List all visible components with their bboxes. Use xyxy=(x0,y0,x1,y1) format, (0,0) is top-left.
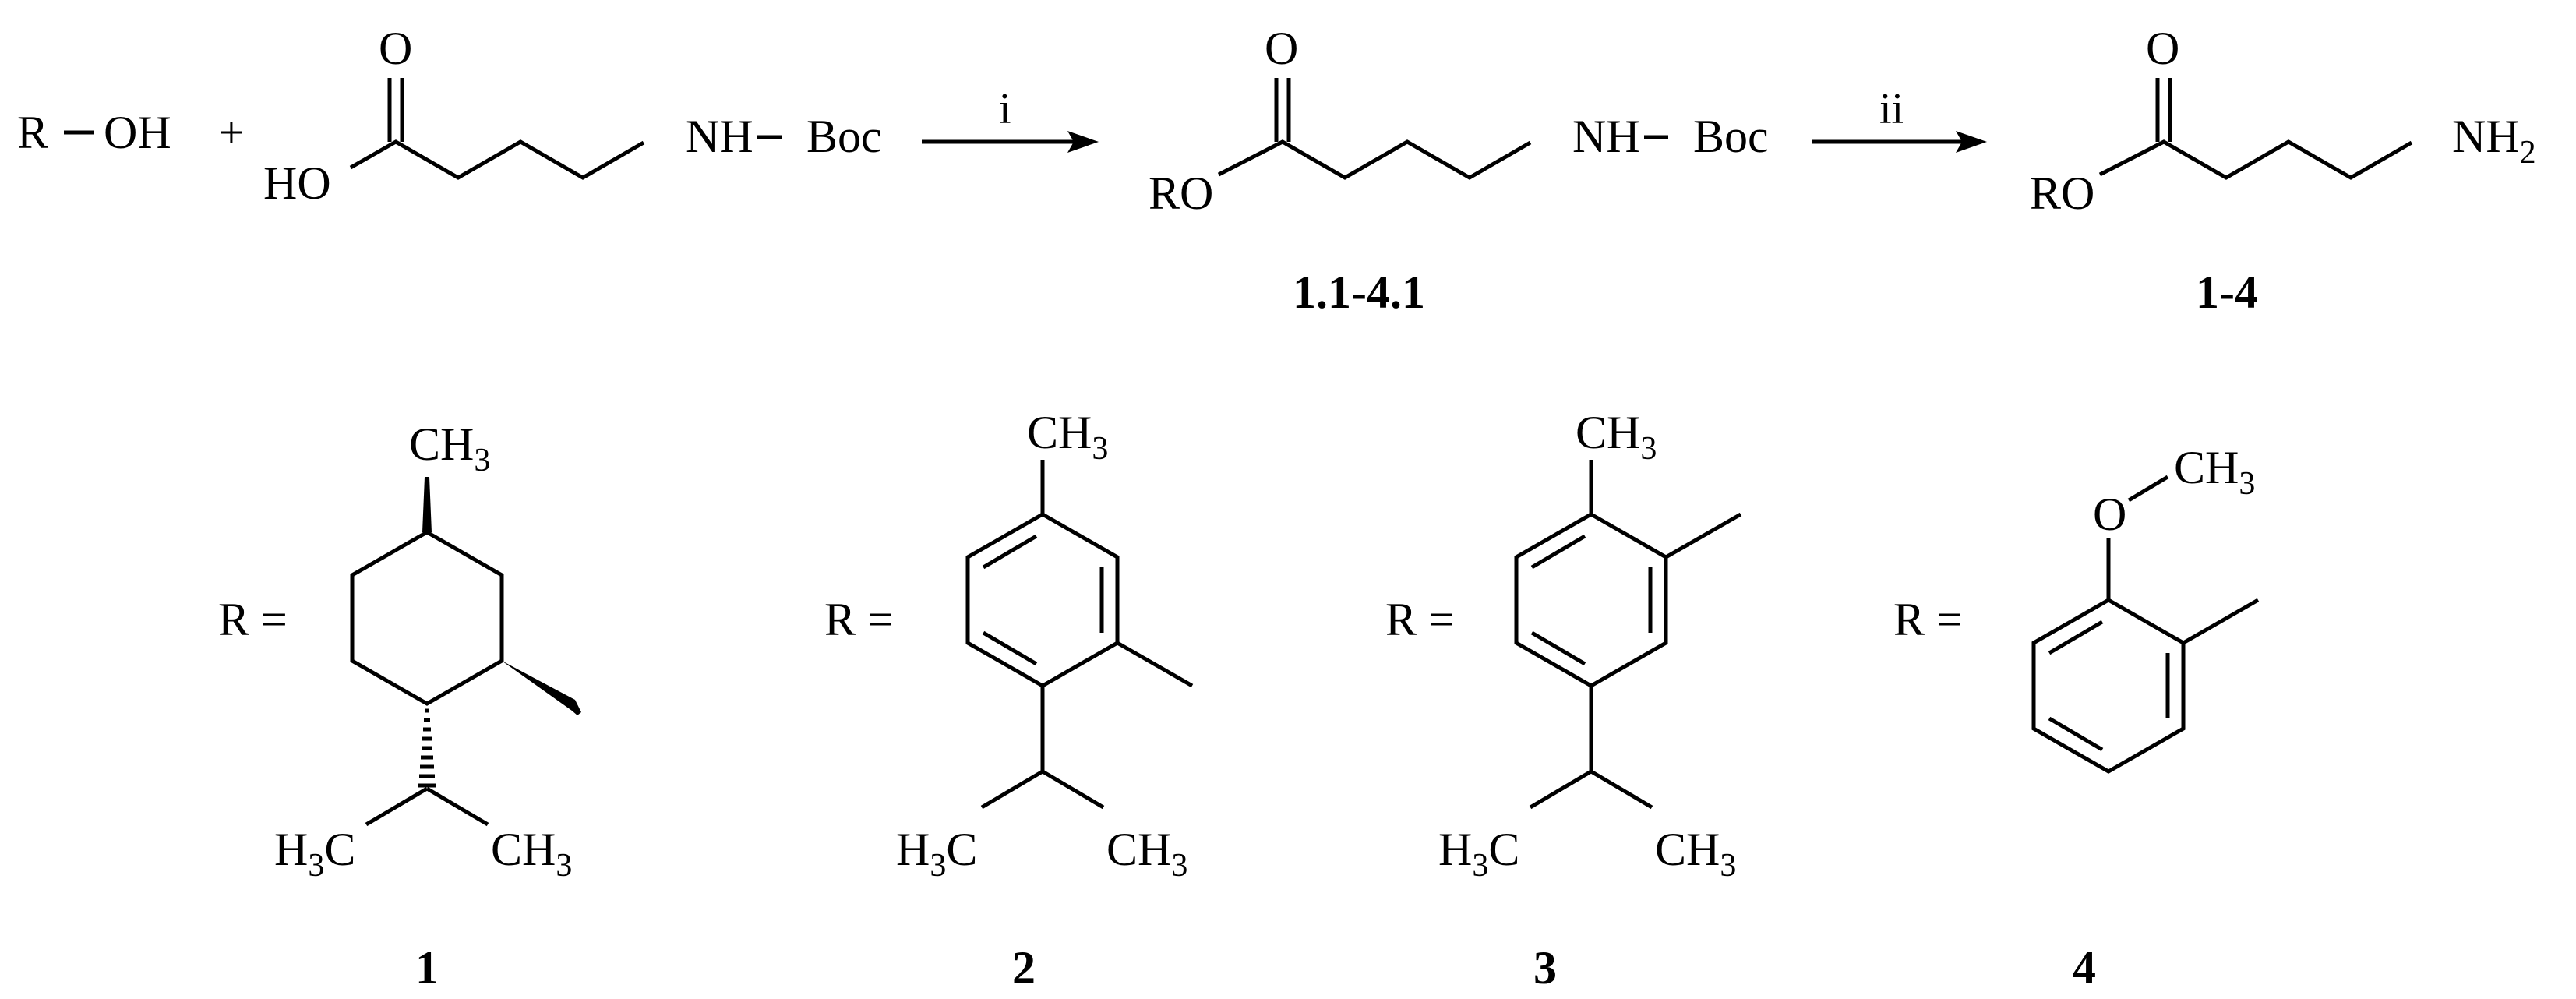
boc-gaba-acid: HO O NH Boc xyxy=(263,23,882,209)
ring-double-1 xyxy=(1530,534,1586,570)
ester-chain xyxy=(1217,139,1532,180)
compound-label-3: 3 xyxy=(1533,942,1557,994)
ipr-left-bond xyxy=(980,769,1044,810)
nh-label: NH xyxy=(686,111,753,162)
ipr-right-bond xyxy=(1590,769,1653,810)
ch3-right: CH3 xyxy=(491,824,572,884)
plus-sign: + xyxy=(218,107,245,158)
ipr-left-bond xyxy=(1529,769,1593,810)
prod-ro-label: RO xyxy=(2030,168,2094,219)
ch3-top: CH3 xyxy=(1027,407,1108,467)
o-methyl-bond xyxy=(2127,475,2169,503)
methoxy-o: O xyxy=(2093,489,2126,540)
ipr-left-bond xyxy=(365,786,429,827)
methyl-wedge-top xyxy=(422,477,432,532)
attachment-bond xyxy=(2182,598,2260,645)
acid-chain xyxy=(349,139,645,180)
ch3-right: CH3 xyxy=(1655,824,1736,884)
methoxy-ch3: CH3 xyxy=(2174,442,2255,502)
h3c-left: H3C xyxy=(1438,824,1519,884)
compound-label-1: 1 xyxy=(415,942,439,994)
r-equals-label: R = xyxy=(1893,594,1963,645)
oh-group: OH xyxy=(104,107,171,158)
ro-label: RO xyxy=(1149,168,1213,219)
r-atom: R xyxy=(17,107,48,158)
ring-double-3 xyxy=(2048,716,2104,752)
prod-nh2-label: NH2 xyxy=(2452,111,2536,171)
benzene-ring xyxy=(965,512,1120,688)
ch3-right: CH3 xyxy=(1106,824,1187,884)
r-group-2: R = CH3 H3C CH3 2 xyxy=(824,407,1194,994)
arrow-step-ii: ii xyxy=(1812,85,1987,153)
ipr-right-bond xyxy=(425,786,489,827)
arrow-step-i: i xyxy=(922,85,1099,153)
arrow-ii-head xyxy=(1956,131,1987,153)
amine-ester: RO O NH2 xyxy=(2030,23,2536,219)
r-group-1-menthyl: R = CH3 H3C CH3 1 xyxy=(218,418,581,994)
ipr-right-bond xyxy=(1041,769,1105,810)
r-group-4-guaiacyl: R = O CH3 4 xyxy=(1893,442,2260,994)
boc-label: Boc xyxy=(806,111,882,162)
prod-chain xyxy=(2098,139,2413,180)
step-i-label: i xyxy=(999,85,1011,133)
h3c-left: H3C xyxy=(896,824,977,884)
ring-double-3 xyxy=(1530,630,1586,666)
r-equals-label: R = xyxy=(824,594,894,645)
boc-ester: RO O NH Boc xyxy=(1149,23,1769,219)
ch3-top: CH3 xyxy=(409,418,490,478)
benzene-ring xyxy=(1514,512,1668,688)
ester-nh-label: NH xyxy=(1572,111,1640,162)
product-label: 1-4 xyxy=(2196,267,2258,318)
isopropyl-hash-bond xyxy=(418,708,436,788)
prod-o-label: O xyxy=(2146,23,2179,74)
ho-label: HO xyxy=(263,157,331,209)
step-ii-label: ii xyxy=(1879,85,1904,133)
cyclohexane-ring xyxy=(350,530,504,706)
methyl-wedge-right-body xyxy=(502,661,581,715)
ring-double-1 xyxy=(982,534,1038,570)
r-equals-label: R = xyxy=(1385,594,1455,645)
benzene-ring xyxy=(2031,598,2186,774)
intermediate-label: 1.1-4.1 xyxy=(1293,267,1425,318)
ester-boc-label: Boc xyxy=(1693,111,1769,162)
ring-double-3 xyxy=(982,630,1038,666)
h3c-left: H3C xyxy=(274,824,355,884)
carbonyl-o-label: O xyxy=(379,23,412,74)
compound-label-2: 2 xyxy=(1012,942,1036,994)
ester-o-label: O xyxy=(1265,23,1298,74)
arrow-i-head xyxy=(1067,131,1099,153)
reactant-alcohol: R OH xyxy=(17,107,171,158)
ring-double-1 xyxy=(2048,620,2104,655)
r-group-3: R = CH3 H3C CH3 3 xyxy=(1385,407,1742,994)
attachment-bond xyxy=(1664,512,1742,560)
compound-label-4: 4 xyxy=(2073,942,2096,994)
r-equals-label: R = xyxy=(218,594,288,645)
attachment-bond xyxy=(1116,641,1194,688)
ch3-top: CH3 xyxy=(1576,407,1657,467)
